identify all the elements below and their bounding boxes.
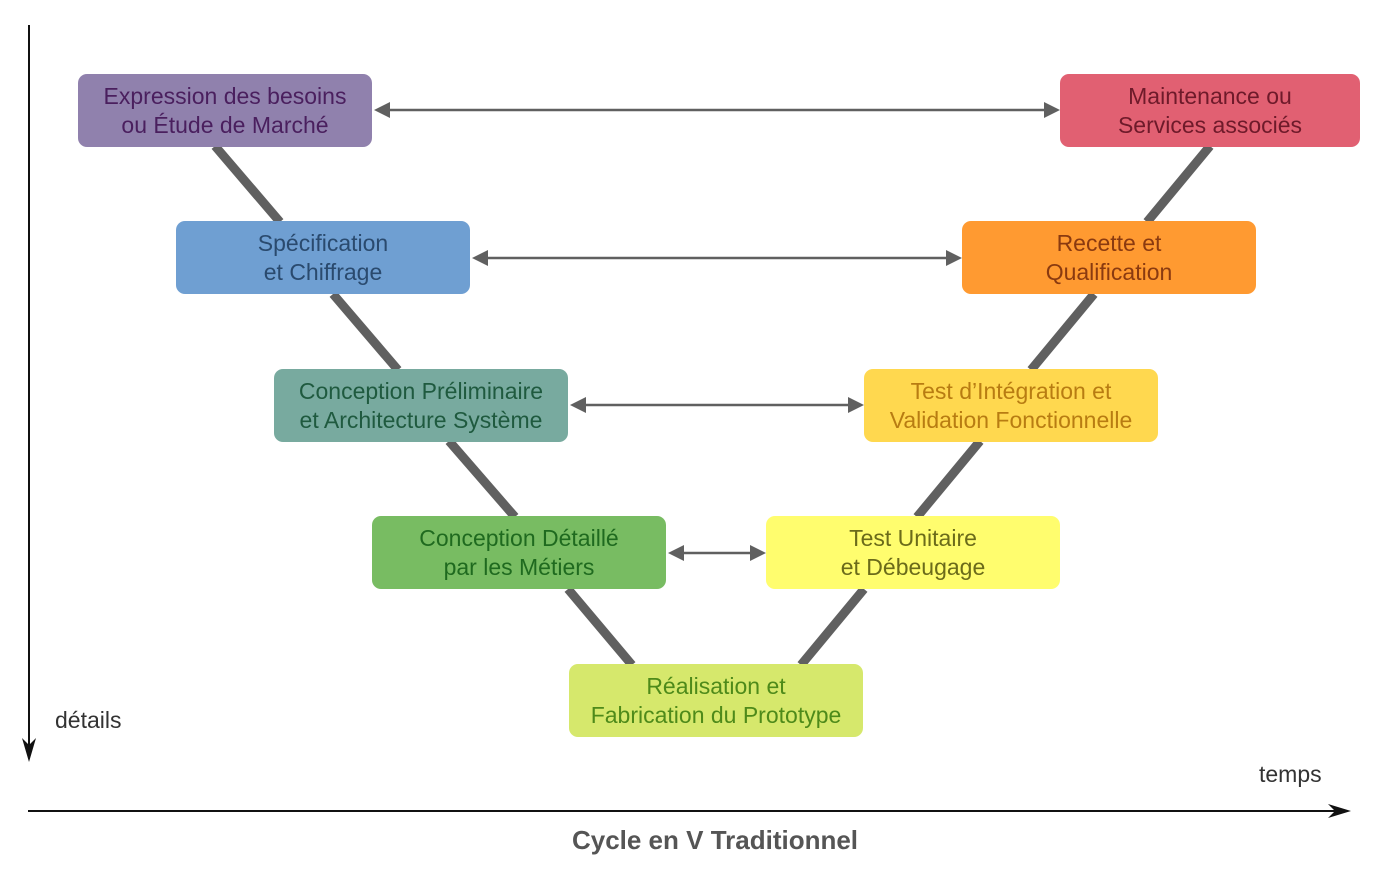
phase-maintenance: Maintenance ou Services associés bbox=[1060, 74, 1360, 147]
diagram-title: Cycle en V Traditionnel bbox=[571, 825, 859, 855]
v-left-segment-3 bbox=[445, 438, 519, 520]
horizontal-axis-label: temps bbox=[1259, 761, 1322, 787]
phase-expression-besoins: Expression des besoins ou Étude de March… bbox=[78, 74, 372, 147]
horizontal-axis bbox=[28, 804, 1351, 818]
phase-recette-label: Recette et Qualification bbox=[1045, 229, 1173, 285]
v-right-segment-3 bbox=[1027, 291, 1098, 373]
v-left-segment-2 bbox=[329, 291, 402, 373]
correspondence-arrow-level-3 bbox=[570, 397, 864, 413]
phase-conception-preliminaire-label: Conception Préliminaire et Architecture … bbox=[298, 377, 544, 433]
phase-realisation-label: Réalisation et Fabrication du Prototype bbox=[590, 672, 842, 728]
phase-realisation: Réalisation et Fabrication du Prototype bbox=[569, 664, 863, 737]
phase-conception-preliminaire: Conception Préliminaire et Architecture … bbox=[274, 369, 568, 442]
phase-maintenance-label: Maintenance ou Services associés bbox=[1117, 82, 1303, 138]
vertical-axis-label: détails bbox=[55, 707, 122, 733]
correspondence-arrow-level-4 bbox=[668, 545, 766, 561]
phase-test-unitaire: Test Unitaire et Débeugage bbox=[766, 516, 1060, 589]
phase-conception-detaillee-label: Conception Détaillé par les Métiers bbox=[419, 524, 619, 580]
v-right-segment-2 bbox=[913, 438, 984, 520]
v-left-segment-4 bbox=[564, 586, 636, 668]
v-right-segment-1 bbox=[797, 586, 868, 668]
v-right-segment-4 bbox=[1143, 143, 1214, 225]
phase-test-unitaire-label: Test Unitaire et Débeugage bbox=[840, 524, 986, 580]
v-left-segment-1 bbox=[211, 143, 284, 225]
vertical-axis bbox=[22, 25, 36, 762]
phase-test-integration-label: Test d’Intégration et Validation Fonctio… bbox=[889, 377, 1133, 433]
phase-conception-detaillee: Conception Détaillé par les Métiers bbox=[372, 516, 666, 589]
phase-specification: Spécification et Chiffrage bbox=[176, 221, 470, 294]
phase-recette: Recette et Qualification bbox=[962, 221, 1256, 294]
phase-test-integration: Test d’Intégration et Validation Fonctio… bbox=[864, 369, 1158, 442]
correspondence-arrow-level-1 bbox=[374, 102, 1060, 118]
phase-specification-label: Spécification et Chiffrage bbox=[257, 229, 389, 285]
correspondence-arrow-level-2 bbox=[472, 250, 962, 266]
phase-expression-label: Expression des besoins ou Étude de March… bbox=[103, 82, 347, 138]
